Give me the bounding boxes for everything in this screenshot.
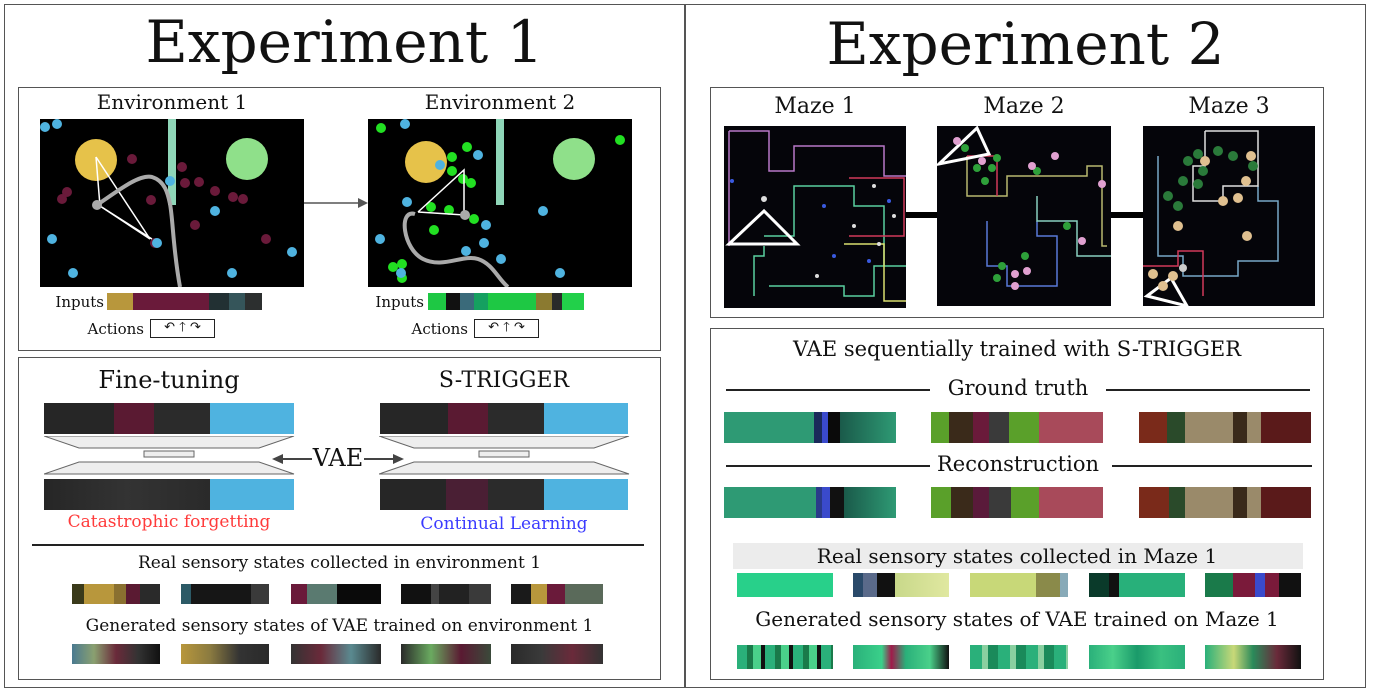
maze-connector-2 [1111, 212, 1143, 218]
environment-1-actions-box: ↶ 🡑 ↷ [150, 319, 215, 338]
fine-tuning-vae-shape [44, 436, 295, 475]
exp1-real-states-label: Real sensory states collected in environ… [137, 553, 542, 573]
reconstruction-strip-3 [1139, 487, 1311, 518]
rotate-left-icon: ↶ [488, 320, 499, 335]
forward-arrow-icon: 🡑 [179, 320, 186, 335]
continual-learning-label: Continual Learning [420, 514, 588, 534]
environment-1-inputs-label: Inputs [55, 293, 104, 311]
forward-arrow-icon: 🡑 [503, 320, 510, 335]
s-trigger-output-strip [380, 479, 628, 510]
ground-truth-strip-1 [724, 412, 896, 443]
rotate-right-icon: ↷ [190, 320, 201, 335]
maze-connector-1 [906, 212, 937, 218]
vae-strigger-title: VAE sequentially trained with S-TRIGGER [792, 337, 1242, 361]
maze1-real-states-highlight [733, 543, 1303, 569]
vae-label: VAE [312, 444, 364, 472]
environment-1-scene [40, 119, 304, 287]
exp1-generated-states-label: Generated sensory states of VAE trained … [85, 616, 594, 636]
environment-1-title: Environment 1 [96, 90, 248, 114]
s-trigger-vae-shape [379, 436, 630, 475]
environment-2-inputs-strip [428, 293, 584, 310]
rotate-right-icon: ↷ [514, 320, 525, 335]
catastrophic-forgetting-label: Catastrophic forgetting [67, 512, 271, 532]
ground-truth-strip-2 [931, 412, 1103, 443]
reconstruction-strip-1 [724, 487, 896, 518]
reconstruction-line-left [726, 465, 930, 467]
ground-truth-line-right [1106, 389, 1310, 391]
fine-tuning-input-strip [44, 403, 294, 434]
maze1-real-states-label: Real sensory states collected in Maze 1 [816, 544, 1218, 568]
vae-right-arrow [364, 454, 404, 464]
maze-2-title: Maze 2 [983, 94, 1065, 119]
vae-left-arrow [272, 454, 312, 464]
ground-truth-label: Ground truth [947, 376, 1089, 400]
s-trigger-input-strip [380, 403, 628, 434]
environment-1-inputs-strip [107, 293, 262, 310]
fine-tuning-output-strip [44, 479, 294, 510]
environment-2-title: Environment 2 [424, 90, 576, 114]
environment-2-actions-box: ↶ 🡑 ↷ [474, 319, 539, 338]
reconstruction-label: Reconstruction [936, 452, 1100, 476]
s-trigger-title: S-TRIGGER [438, 368, 570, 393]
environment-2-scene [368, 119, 632, 287]
maze-3-scene [1143, 126, 1315, 306]
maze-3-title: Maze 3 [1188, 94, 1270, 119]
ground-truth-strip-3 [1139, 412, 1311, 443]
fine-tuning-title: Fine-tuning [98, 366, 240, 394]
maze1-generated-states-label: Generated sensory states of VAE trained … [755, 607, 1279, 631]
environment-1-actions-label: Actions [87, 320, 144, 338]
reconstruction-line-right [1112, 465, 1312, 467]
environment-2-actions-label: Actions [411, 320, 468, 338]
rotate-left-icon: ↶ [164, 320, 175, 335]
exp1-divider [32, 544, 644, 546]
environment-2-inputs-label: Inputs [375, 293, 424, 311]
reconstruction-strip-2 [931, 487, 1103, 518]
experiment-2-title: Experiment 2 [826, 10, 1225, 78]
maze-2-scene [937, 126, 1111, 306]
maze-1-scene [724, 126, 906, 308]
experiment-1-title: Experiment 1 [145, 8, 544, 76]
maze-1-title: Maze 1 [774, 94, 856, 119]
environment-arrow [304, 198, 368, 208]
ground-truth-line-left [726, 389, 930, 391]
